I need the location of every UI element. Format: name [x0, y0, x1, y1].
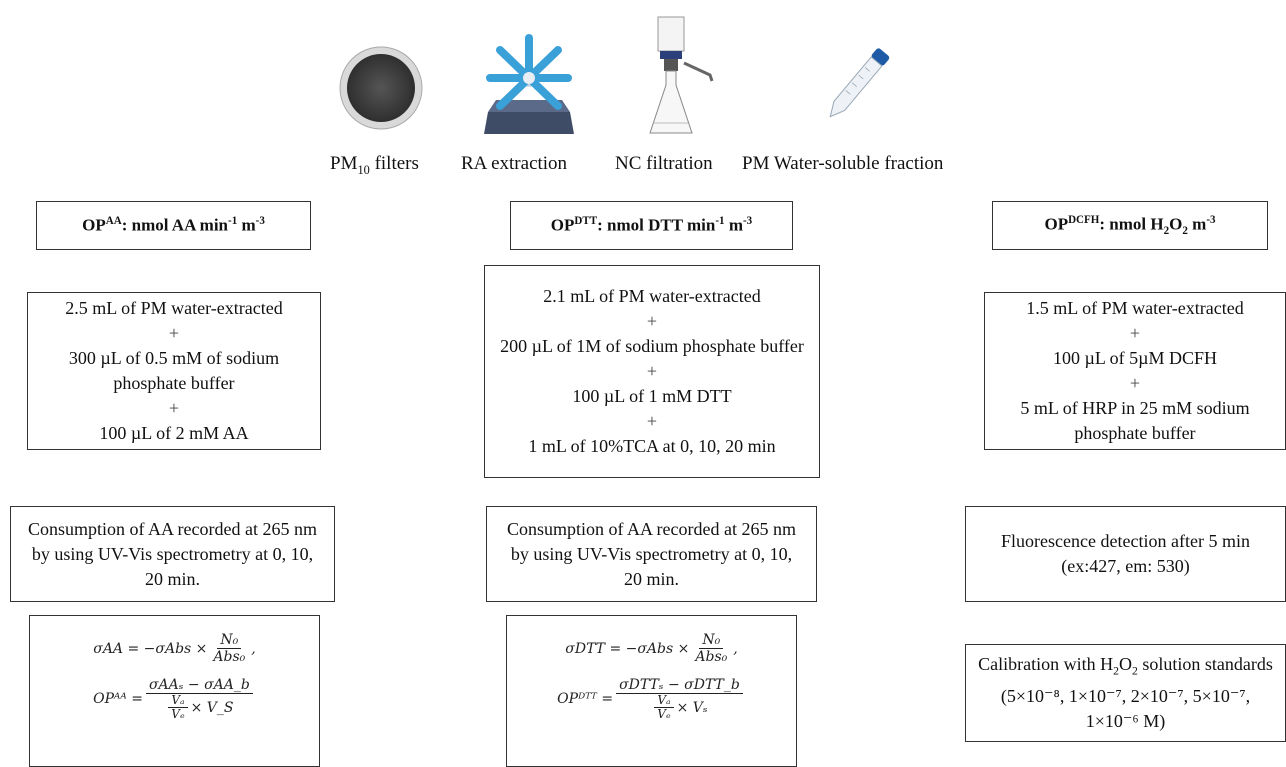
- protocol-line: 2.5 mL of PM water-extracted: [65, 298, 283, 318]
- pm-filter-icon: [339, 46, 423, 130]
- calibration-standards: (5×10⁻⁸, 1×10⁻⁷, 2×10⁻⁷, 5×10⁻⁷, 1×10⁻⁶ …: [1000, 685, 1251, 731]
- protocol-box-dcfh: 1.5 mL of PM water-extracted + 100 µL of…: [984, 292, 1286, 450]
- detection-box-dcfh: Fluorescence detection after 5 min (ex:4…: [965, 506, 1286, 602]
- calibration-title: Calibration with H2O2 solution standards: [978, 654, 1273, 678]
- detection-text: Fluorescence detection after 5 min (ex:4…: [1001, 531, 1250, 576]
- header-op-dcfh: OPDCFH: nmol H2O2 m-3: [992, 201, 1268, 250]
- protocol-line: 100 µL of 1 mM DTT: [572, 386, 732, 406]
- plus-sign: +: [646, 311, 658, 331]
- protocol-box-aa: 2.5 mL of PM water-extracted + 300 µL of…: [27, 292, 321, 450]
- calibration-box-dcfh: Calibration with H2O2 solution standards…: [965, 644, 1286, 742]
- label-ra-extraction: RA extraction: [461, 153, 568, 174]
- plus-sign: +: [646, 361, 658, 381]
- label-pm-filters: PM10 filters: [330, 153, 419, 177]
- detection-box-aa: Consumption of AA recorded at 265 nm by …: [10, 506, 335, 602]
- plus-sign: +: [1129, 373, 1141, 393]
- centrifuge-tube-icon: [829, 48, 890, 118]
- protocol-line: 2.1 mL of PM water-extracted: [543, 286, 761, 306]
- protocol-box-dtt: 2.1 mL of PM water-extracted + 200 µL of…: [484, 265, 820, 478]
- plus-sign: +: [168, 323, 180, 343]
- label-nc-filtration: NC filtration: [615, 153, 713, 174]
- detection-text: Consumption of AA recorded at 265 nm by …: [28, 518, 317, 589]
- detection-text: Consumption of AA recorded at 265 nm by …: [507, 518, 796, 589]
- header-op-dtt: OPDTT: nmol DTT min-1 m-3: [510, 201, 793, 250]
- label-water-soluble-fraction: PM Water-soluble fraction: [742, 153, 944, 174]
- plus-sign: +: [646, 411, 658, 431]
- protocol-line: 5 mL of HRP in 25 mM sodium phosphate bu…: [1020, 398, 1250, 443]
- vacuum-filtration-icon: [649, 16, 714, 134]
- protocol-line: 1 mL of 10%TCA at 0, 10, 20 min: [528, 436, 776, 456]
- protocol-line: 300 µL of 0.5 mM of sodium phosphate buf…: [68, 348, 280, 393]
- protocol-line: 200 µL of 1M of sodium phosphate buffer: [500, 336, 804, 356]
- plus-sign: +: [1129, 323, 1141, 343]
- protocol-line: 100 µL of 5µM DCFH: [1052, 348, 1218, 368]
- detection-box-dtt: Consumption of AA recorded at 265 nm by …: [486, 506, 817, 602]
- header-op-aa: OPAA: nmol AA min-1 m-3: [36, 201, 311, 250]
- protocol-line: 1.5 mL of PM water-extracted: [1026, 298, 1244, 318]
- rotary-agitator-icon: [484, 34, 574, 134]
- plus-sign: +: [168, 398, 180, 418]
- protocol-line: 100 µL of 2 mM AA: [99, 423, 249, 443]
